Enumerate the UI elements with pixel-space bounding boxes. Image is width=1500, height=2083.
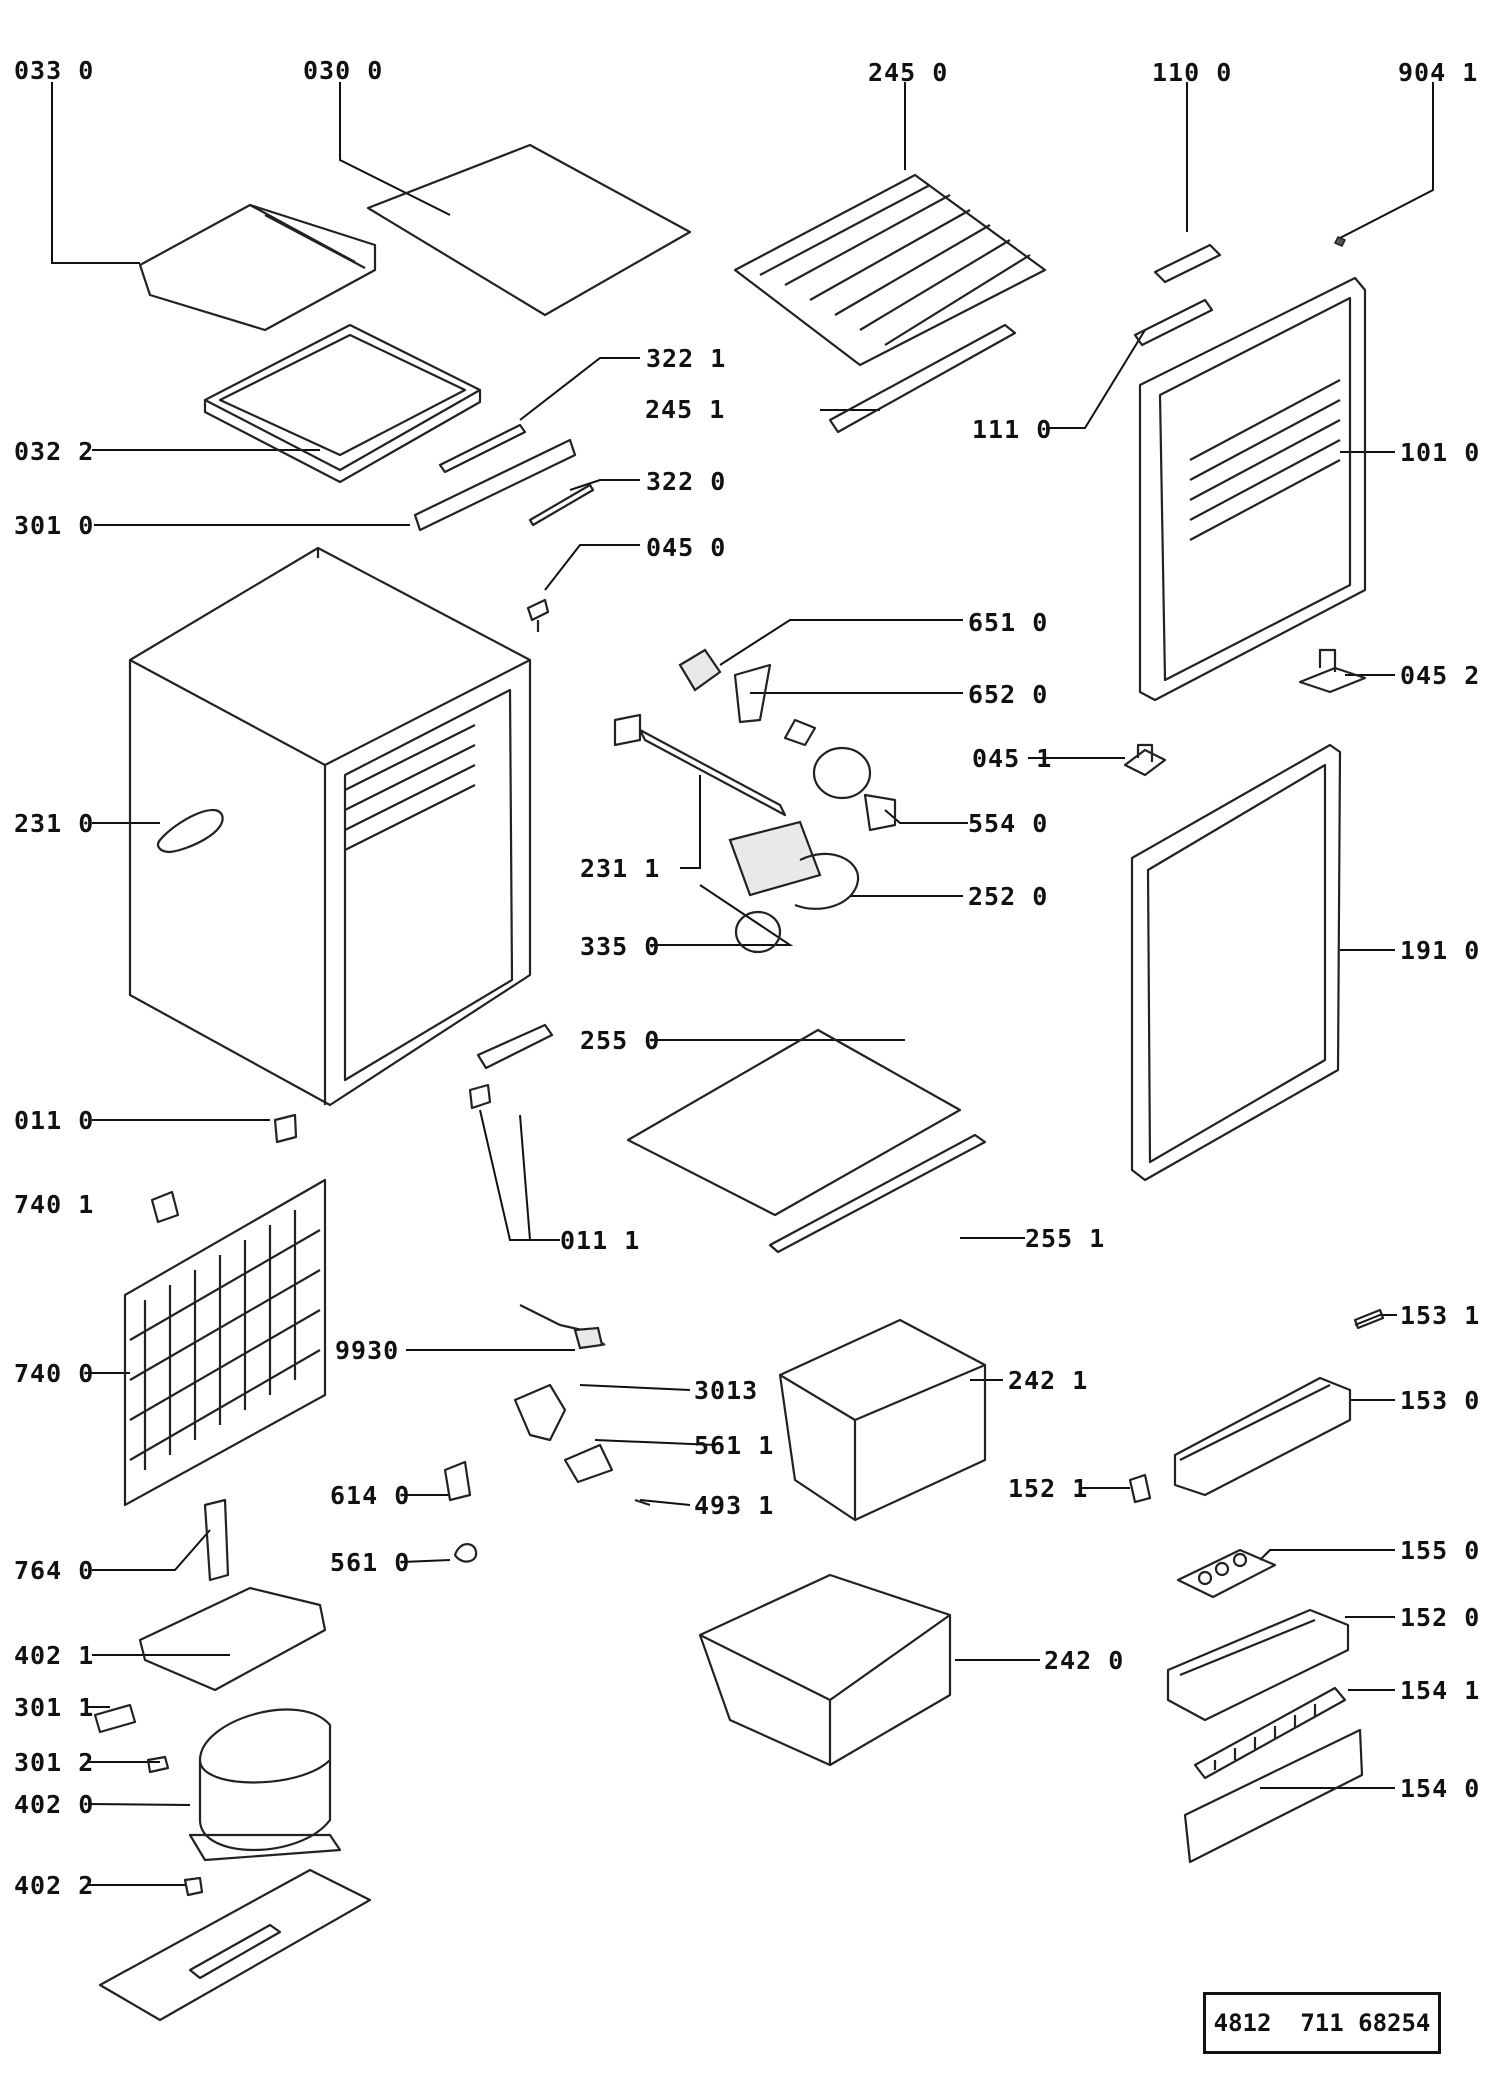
label-191-0: 191 0: [1400, 936, 1481, 965]
label-152-1: 152 1: [1008, 1474, 1089, 1503]
label-111-0: 111 0: [972, 415, 1053, 444]
label-045-2: 045 2: [1400, 661, 1481, 690]
label-740-0: 740 0: [14, 1359, 95, 1388]
label-652-0: 652 0: [968, 680, 1049, 709]
label-155-0: 155 0: [1400, 1536, 1481, 1565]
label-301-2: 301 2: [14, 1748, 95, 1777]
label-153-0: 153 0: [1400, 1386, 1481, 1415]
label-242-1: 242 1: [1008, 1366, 1089, 1395]
label-231-0: 231 0: [14, 809, 95, 838]
label-322-0: 322 0: [646, 467, 727, 496]
label-561-0: 561 0: [330, 1548, 411, 1577]
label-9930: 9930: [335, 1336, 400, 1365]
label-554-0: 554 0: [968, 809, 1049, 838]
label-101-0: 101 0: [1400, 438, 1481, 467]
document-number: 4812 711 68254: [1213, 2009, 1431, 2037]
label-255-0: 255 0: [580, 1026, 661, 1055]
document-number-box: 4812 711 68254: [1203, 1992, 1441, 2054]
label-764-0: 764 0: [14, 1556, 95, 1585]
label-030-0: 030 0: [303, 56, 384, 85]
label-614-0: 614 0: [330, 1481, 411, 1510]
label-402-1: 402 1: [14, 1641, 95, 1670]
label-011-1: 011 1: [560, 1226, 641, 1255]
label-045-0: 045 0: [646, 533, 727, 562]
label-032-2: 032 2: [14, 437, 95, 466]
label-651-0: 651 0: [968, 608, 1049, 637]
label-011-0: 011 0: [14, 1106, 95, 1135]
label-252-0: 252 0: [968, 882, 1049, 911]
label-110-0: 110 0: [1152, 58, 1233, 87]
label-245-1: 245 1: [645, 395, 726, 424]
label-231-1: 231 1: [580, 854, 661, 883]
label-493-1: 493 1: [694, 1491, 775, 1520]
label-301-0: 301 0: [14, 511, 95, 540]
label-245-0: 245 0: [868, 58, 949, 87]
part-shapes: [93, 143, 1385, 2022]
label-904-1: 904 1: [1398, 58, 1479, 87]
label-255-1: 255 1: [1025, 1224, 1106, 1253]
label-154-0: 154 0: [1400, 1774, 1481, 1803]
label-335-0: 335 0: [580, 932, 661, 961]
label-3013: 3013: [694, 1376, 759, 1405]
label-152-0: 152 0: [1400, 1603, 1481, 1632]
label-045-1: 045 1: [972, 744, 1053, 773]
label-153-1: 153 1: [1400, 1301, 1481, 1330]
label-242-0: 242 0: [1044, 1646, 1125, 1675]
label-154-1: 154 1: [1400, 1676, 1481, 1705]
label-740-1: 740 1: [14, 1190, 95, 1219]
label-402-2: 402 2: [14, 1871, 95, 1900]
leader-lines: [51, 82, 1434, 1886]
label-561-1: 561 1: [694, 1431, 775, 1460]
label-402-0: 402 0: [14, 1790, 95, 1819]
label-322-1: 322 1: [646, 344, 727, 373]
label-301-1: 301 1: [14, 1693, 95, 1722]
label-033-0: 033 0: [14, 56, 95, 85]
